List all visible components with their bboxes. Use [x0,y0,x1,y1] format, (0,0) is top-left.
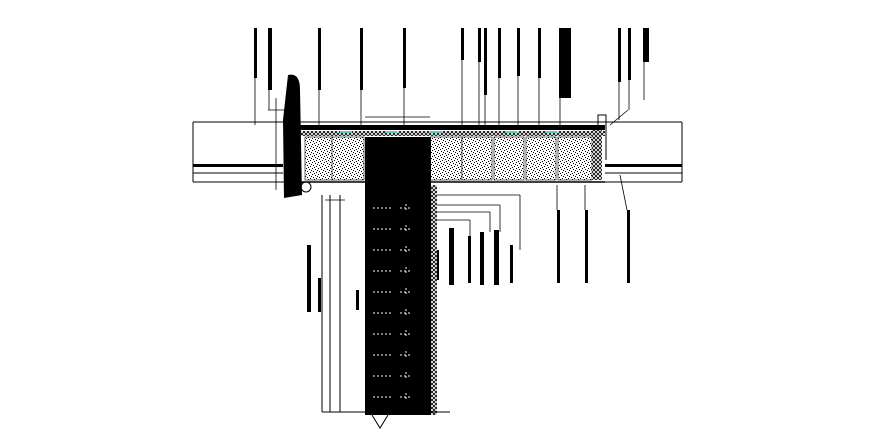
insulation-block [461,136,493,181]
leader-label-bar [449,228,454,285]
rebar-mark [373,351,412,359]
section-body [275,74,607,429]
insulation-block [331,136,365,181]
leader-label-bar [585,210,588,283]
column-face-hatch [431,185,437,415]
leader-label-bar [484,28,487,95]
rebar-mark [373,204,412,212]
rebar-mark [373,267,412,275]
leader-line [619,174,628,211]
leader-label-bar [517,28,520,76]
accent-mark [505,131,517,133]
leader-elbow [609,109,629,126]
accent-mark [340,131,352,133]
rebar-mark [373,372,412,380]
left-post [283,74,302,198]
leader-label-bar [478,28,481,62]
insulation-block [557,136,593,181]
leader-label-bar [268,28,272,90]
leader-lines [254,28,649,312]
leader-label-bar [480,232,484,285]
rail-right [605,164,682,167]
leader-label-bar [557,210,560,283]
leader-label-bar [538,28,541,78]
leader-label-bar [318,278,321,312]
leader-label-bar [307,245,311,312]
rebar-mark [373,393,412,401]
parapet-edge [597,114,607,160]
insulation-block [525,136,557,181]
leader-label-bar [254,28,257,78]
rebar-mark [373,246,412,254]
leader-label-bar [628,28,631,80]
rebar-mark [373,330,412,338]
leader-label-bar [559,28,571,98]
leader-label-bar [461,28,464,60]
rebar-mark [373,288,412,296]
fixture-detail [300,181,312,193]
insulation-block [429,136,463,181]
accent-mark [430,131,442,133]
accent-mark [385,131,397,133]
leader-label-bar [468,236,471,283]
leader-label-bar [498,28,501,78]
rebar-mark [373,225,412,233]
slab-hatched-layer [300,131,605,136]
slab-top-membrane [300,125,605,130]
break-mark [371,414,389,429]
leader-label-bar [494,230,499,285]
leader-label-bar [403,28,406,88]
leader-label-bar [360,28,363,90]
leader-label-bar [510,245,513,283]
column-section [365,137,431,415]
insulation-block [304,136,334,181]
leader-label-bar [618,28,621,82]
rail-left [193,164,283,167]
rebar-mark [373,309,412,317]
insulation-block [493,136,525,181]
dimension-label-bar [356,290,359,310]
leader-label-bar [627,210,630,283]
leader-label-bar [643,28,649,62]
slab-edge-hatch [592,130,602,180]
leader-label-bar [318,28,321,90]
accent-mark [545,131,557,133]
